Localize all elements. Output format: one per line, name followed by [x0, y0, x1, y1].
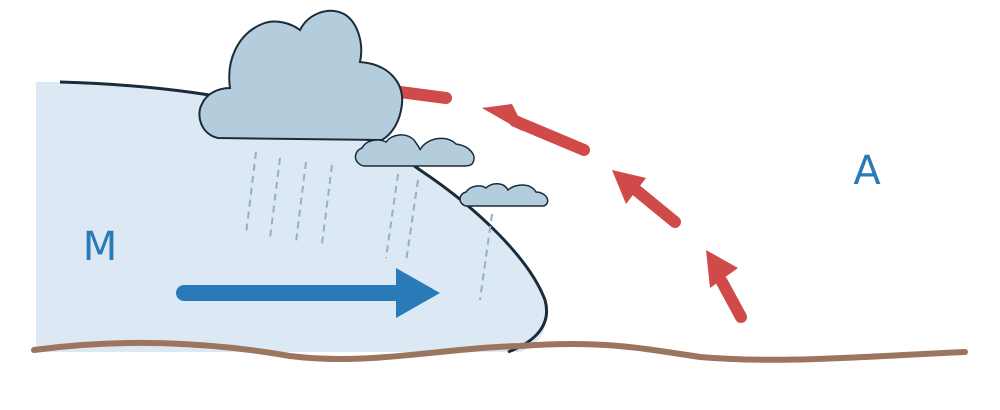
arrow-right-icon	[396, 268, 440, 318]
cold-air-flow-arrow	[176, 268, 440, 318]
cloud-icon	[354, 134, 475, 167]
warm-air-mass-label: A	[853, 148, 881, 194]
rain-streak	[479, 213, 493, 301]
rain-streak	[245, 151, 257, 235]
cloud-icon	[198, 9, 404, 142]
rain-icon	[245, 151, 493, 301]
arrow-up-left-icon	[706, 250, 738, 288]
arrow-up-left-icon	[612, 170, 646, 204]
cold-air-mass-label: M	[83, 224, 118, 270]
rain-streak	[385, 173, 399, 259]
warm-arrow-shaft	[509, 115, 590, 156]
rain-streak	[321, 164, 333, 245]
warm-air-rising-arrows	[394, 86, 747, 323]
rain-streak	[295, 161, 307, 243]
ground-line	[31, 339, 968, 363]
rain-streak	[405, 179, 419, 263]
rain-streak	[269, 157, 281, 239]
warm-arrow-stub	[394, 86, 452, 104]
cloud-icon	[459, 183, 549, 207]
warm-arrow-shaft	[716, 276, 747, 323]
warm-arrow-shaft	[630, 184, 681, 228]
